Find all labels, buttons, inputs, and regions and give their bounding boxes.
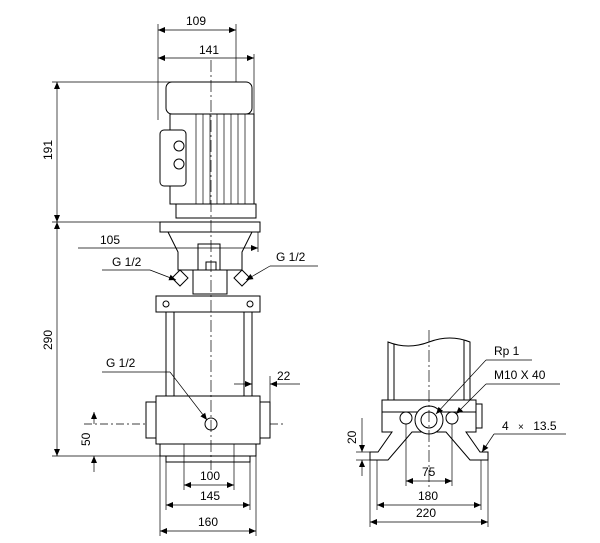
dim-label-coupling-offset: 105 [100,233,120,247]
dim-motor-width: 141 [158,43,255,114]
dim-flange-bolt-spacing: 100 [183,462,235,490]
motor-stool [159,221,261,295]
dim-base-hole-spacing: 75 [405,424,453,486]
dim-label-base-hole-spacing: 75 [422,465,436,479]
callout-label-times: × [518,422,524,433]
dim-label-port-offset: 22 [277,369,291,383]
dim-label-motor-height: 191 [41,140,55,160]
callout-label-vent-left: G 1/2 [112,255,142,269]
pump-base [145,395,271,463]
dim-label-flange-width: 145 [200,489,220,503]
callout-bolt-thread: M10 X 40 [455,368,560,415]
base-side-view: Rp 1 M10 X 40 4 × 13.5 20 [345,330,566,527]
dim-label-motor-width: 141 [199,43,219,57]
callout-label-holes-diameter: 13.5 [533,419,557,433]
dim-label-base-overall-width: 220 [416,506,436,520]
callout-vent-left: G 1/2 [102,255,177,281]
dim-base-plate-height: 20 [345,418,370,476]
callout-label-bolt-thread: M10 X 40 [494,368,546,382]
pump-sleeve [165,311,253,397]
motor [159,81,257,219]
dim-motor-depth: 109 [157,14,237,120]
callout-label-vent-right: G 1/2 [276,250,306,264]
dim-inlet-height: 50 [79,412,286,472]
pump-head [155,295,261,313]
callout-vent-right: G 1/2 [245,250,318,281]
dim-label-base-hole-centers: 180 [418,489,438,503]
dim-label-pump-height: 290 [41,330,55,350]
front-view: 109 141 191 290 105 [41,14,318,536]
svg-text:4 × 13.5: 4 × 13.5 [502,419,557,433]
dim-label-inlet-height: 50 [79,432,93,446]
dim-label-base-width: 160 [198,515,218,529]
callout-label-holes-count: 4 [502,419,509,433]
dim-base-overall-width: 220 [369,460,489,527]
dim-label-flange-bolt-spacing: 100 [200,469,220,483]
dim-coupling-offset: 105 [78,232,259,252]
callout-pipe-thread: Rp 1 [435,344,532,415]
dim-label-base-plate-height: 20 [345,430,359,444]
callout-label-pipe-thread: Rp 1 [494,344,520,358]
dim-motor-height: 191 [41,81,180,223]
dim-base-width: 160 [159,456,257,536]
dim-port-offset: 22 [234,369,300,402]
dim-pump-height: 290 [41,222,160,457]
dim-label-motor-depth: 109 [186,14,206,28]
callout-mounting-holes: 4 × 13.5 [481,419,566,453]
dim-flange-width: 145 [165,462,251,510]
callout-label-drain: G 1/2 [106,356,136,370]
dim-base-hole-centers: 180 [376,460,482,510]
callout-drain: G 1/2 [102,356,208,421]
